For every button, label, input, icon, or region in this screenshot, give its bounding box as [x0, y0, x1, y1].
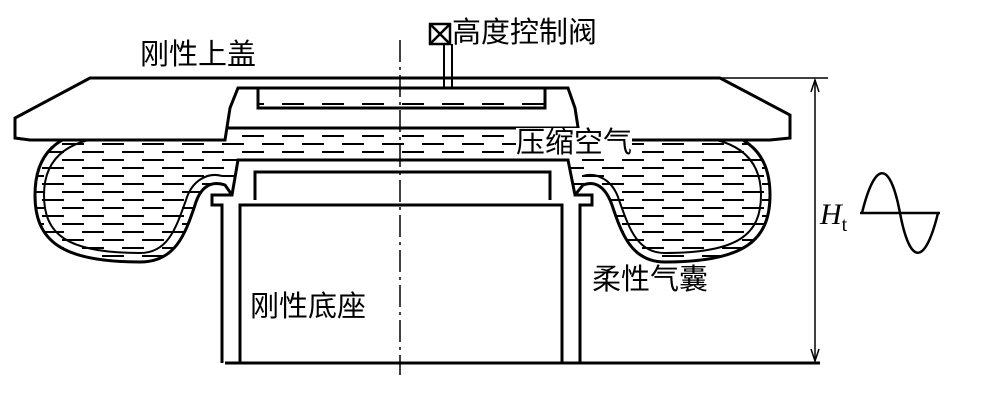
height-subscript: t: [841, 214, 848, 236]
label-bladder: 柔性气囊: [592, 262, 709, 296]
base-top-plate: [253, 170, 552, 200]
label-valve: 高度控制阀: [452, 15, 598, 49]
valve-cross-icon: [429, 23, 451, 45]
valve-stem: [443, 44, 453, 88]
valve-box-icon: [428, 22, 452, 46]
height-symbol: H: [820, 198, 842, 231]
rigid-base: [210, 158, 594, 363]
base-inner-wall: [238, 203, 564, 363]
dimension-arrow-icon: [810, 77, 820, 364]
bladder-inner-wall-right: [582, 135, 763, 255]
label-top-cover: 刚性上盖: [140, 37, 257, 71]
top-cover-air-chamber: [256, 86, 547, 110]
label-height: Ht: [820, 198, 847, 237]
bladder-inner-wall-left: [42, 135, 223, 255]
label-base: 刚性底座: [250, 289, 367, 323]
sine-wave-icon: [860, 172, 940, 254]
label-compressed-air: 压缩空气: [516, 125, 633, 159]
